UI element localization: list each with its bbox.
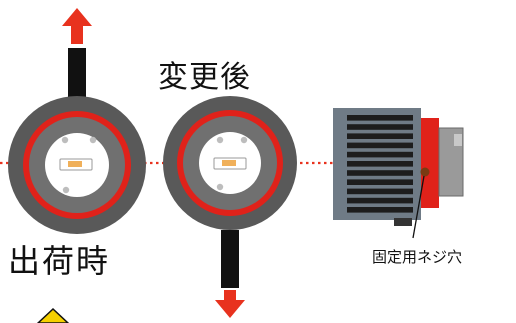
heatsink-fin	[347, 124, 413, 130]
shipping-state-assembly	[8, 8, 146, 234]
heatsink-fin	[347, 207, 413, 213]
shipping-screw-dot	[89, 136, 97, 144]
mount-connector	[454, 134, 462, 146]
after-led-chip	[222, 160, 236, 166]
after-bar	[221, 230, 239, 288]
heatsink-fin	[347, 170, 413, 176]
after-change-label: 変更後	[158, 60, 251, 95]
shipping-screw-dot	[61, 136, 69, 144]
arrow-up-icon	[62, 8, 92, 44]
heatsink-bottom-tab	[394, 218, 412, 226]
heatsink-fin	[347, 179, 413, 185]
heatsink-fin	[347, 197, 413, 204]
shipping-bar	[68, 48, 86, 100]
heatsink-fin	[347, 151, 413, 158]
heatsink-fin	[347, 188, 413, 195]
after-change-assembly	[163, 96, 297, 318]
arrow-down-icon	[215, 290, 245, 318]
after-screw-dot	[216, 183, 224, 191]
heatsink-side-view	[333, 108, 464, 239]
shipping-label: 出荷時	[8, 242, 111, 280]
fixing-screw-hole-label: 固定用ネジ穴	[372, 248, 463, 266]
heatsink-fin	[347, 115, 413, 121]
mount-plate	[421, 118, 439, 208]
heatsink-fin	[347, 133, 413, 139]
shipping-screw-dot	[62, 186, 70, 194]
after-screw-dot	[240, 136, 248, 144]
after-screw-dot	[216, 136, 224, 144]
heatsink-fin	[347, 142, 413, 149]
fixing-screw-hole	[420, 167, 430, 177]
heatsink-fin	[347, 161, 413, 167]
warning-icon	[36, 307, 70, 323]
heatsink-fins	[347, 115, 413, 213]
screw-hole-leader	[412, 175, 425, 239]
shipping-led-chip	[68, 161, 82, 167]
